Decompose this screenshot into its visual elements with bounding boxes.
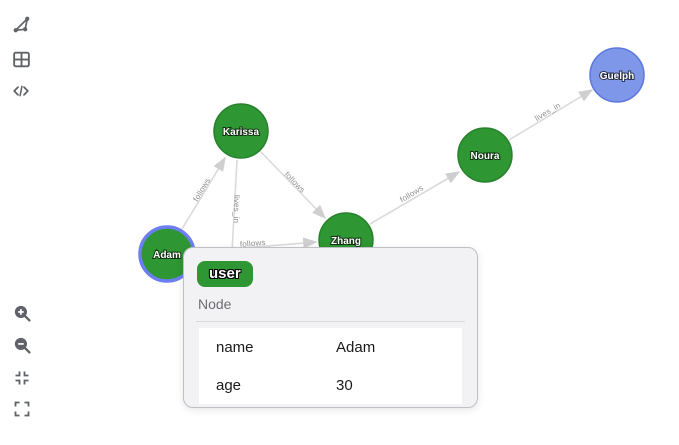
graph-node-guelph[interactable]: Guelph	[589, 47, 645, 103]
edge-line[interactable]	[181, 156, 226, 230]
node-label: Adam	[153, 250, 181, 261]
edge-label: lives_in	[533, 101, 562, 123]
zoom-in-button[interactable]	[10, 301, 34, 325]
property-key: age	[216, 376, 242, 394]
edge-adam-karissa: follows	[181, 156, 226, 230]
edge-line[interactable]	[369, 171, 461, 225]
node-type-badge: user	[197, 261, 253, 287]
edge-label: follows	[240, 238, 267, 249]
zoom-to-fit-icon	[15, 371, 29, 385]
edge-label: lives_in	[232, 195, 241, 223]
zoom-out-button[interactable]	[10, 333, 34, 357]
property-key: name	[216, 338, 254, 356]
edge-label: follows	[191, 176, 212, 203]
graph-view-button[interactable]	[9, 12, 33, 36]
property-row-name: name Adam	[199, 328, 462, 366]
property-value: Adam	[336, 338, 376, 356]
zoom-out-icon	[14, 337, 31, 354]
node-label: Karissa	[223, 127, 260, 138]
graph-node-noura[interactable]: Noura	[457, 127, 513, 183]
edge-karissa-zhang: follows	[259, 150, 327, 220]
table-view-icon	[12, 51, 30, 67]
property-value: 30	[336, 376, 353, 394]
node-label: Zhang	[331, 236, 361, 247]
tooltip-divider	[196, 321, 465, 322]
table-view-button[interactable]	[9, 47, 33, 71]
node-circle[interactable]	[589, 47, 645, 103]
edge-line[interactable]	[508, 89, 594, 141]
edge-line[interactable]	[259, 150, 327, 220]
tooltip-title: Node	[198, 296, 232, 312]
zoom-in-icon	[14, 305, 31, 322]
graph-view-icon	[13, 16, 29, 32]
edge-karissa-lives-in: lives_in	[231, 159, 241, 253]
property-row-age: age 30	[199, 366, 462, 404]
graph-node-karissa[interactable]: Karissa	[213, 103, 269, 159]
code-view-icon	[13, 85, 29, 97]
properties-table: name Adam age 30	[199, 328, 462, 404]
graph-node-adam[interactable]: Adam	[138, 225, 196, 283]
node-label: Guelph	[600, 71, 634, 82]
node-circle[interactable]	[213, 103, 269, 159]
fullscreen-button[interactable]	[10, 397, 34, 421]
edge-line[interactable]	[231, 159, 238, 253]
node-label: Noura	[471, 151, 500, 162]
edge-noura-guelph: lives_in	[508, 89, 594, 141]
edge-zhang-noura: follows	[369, 171, 461, 225]
node-circle[interactable]	[457, 127, 513, 183]
edge-label: follows	[283, 170, 307, 195]
fullscreen-icon	[14, 401, 30, 417]
node-tooltip: user Node name Adam age 30	[183, 247, 478, 408]
code-view-button[interactable]	[9, 79, 33, 103]
zoom-to-fit-button[interactable]	[10, 366, 34, 390]
